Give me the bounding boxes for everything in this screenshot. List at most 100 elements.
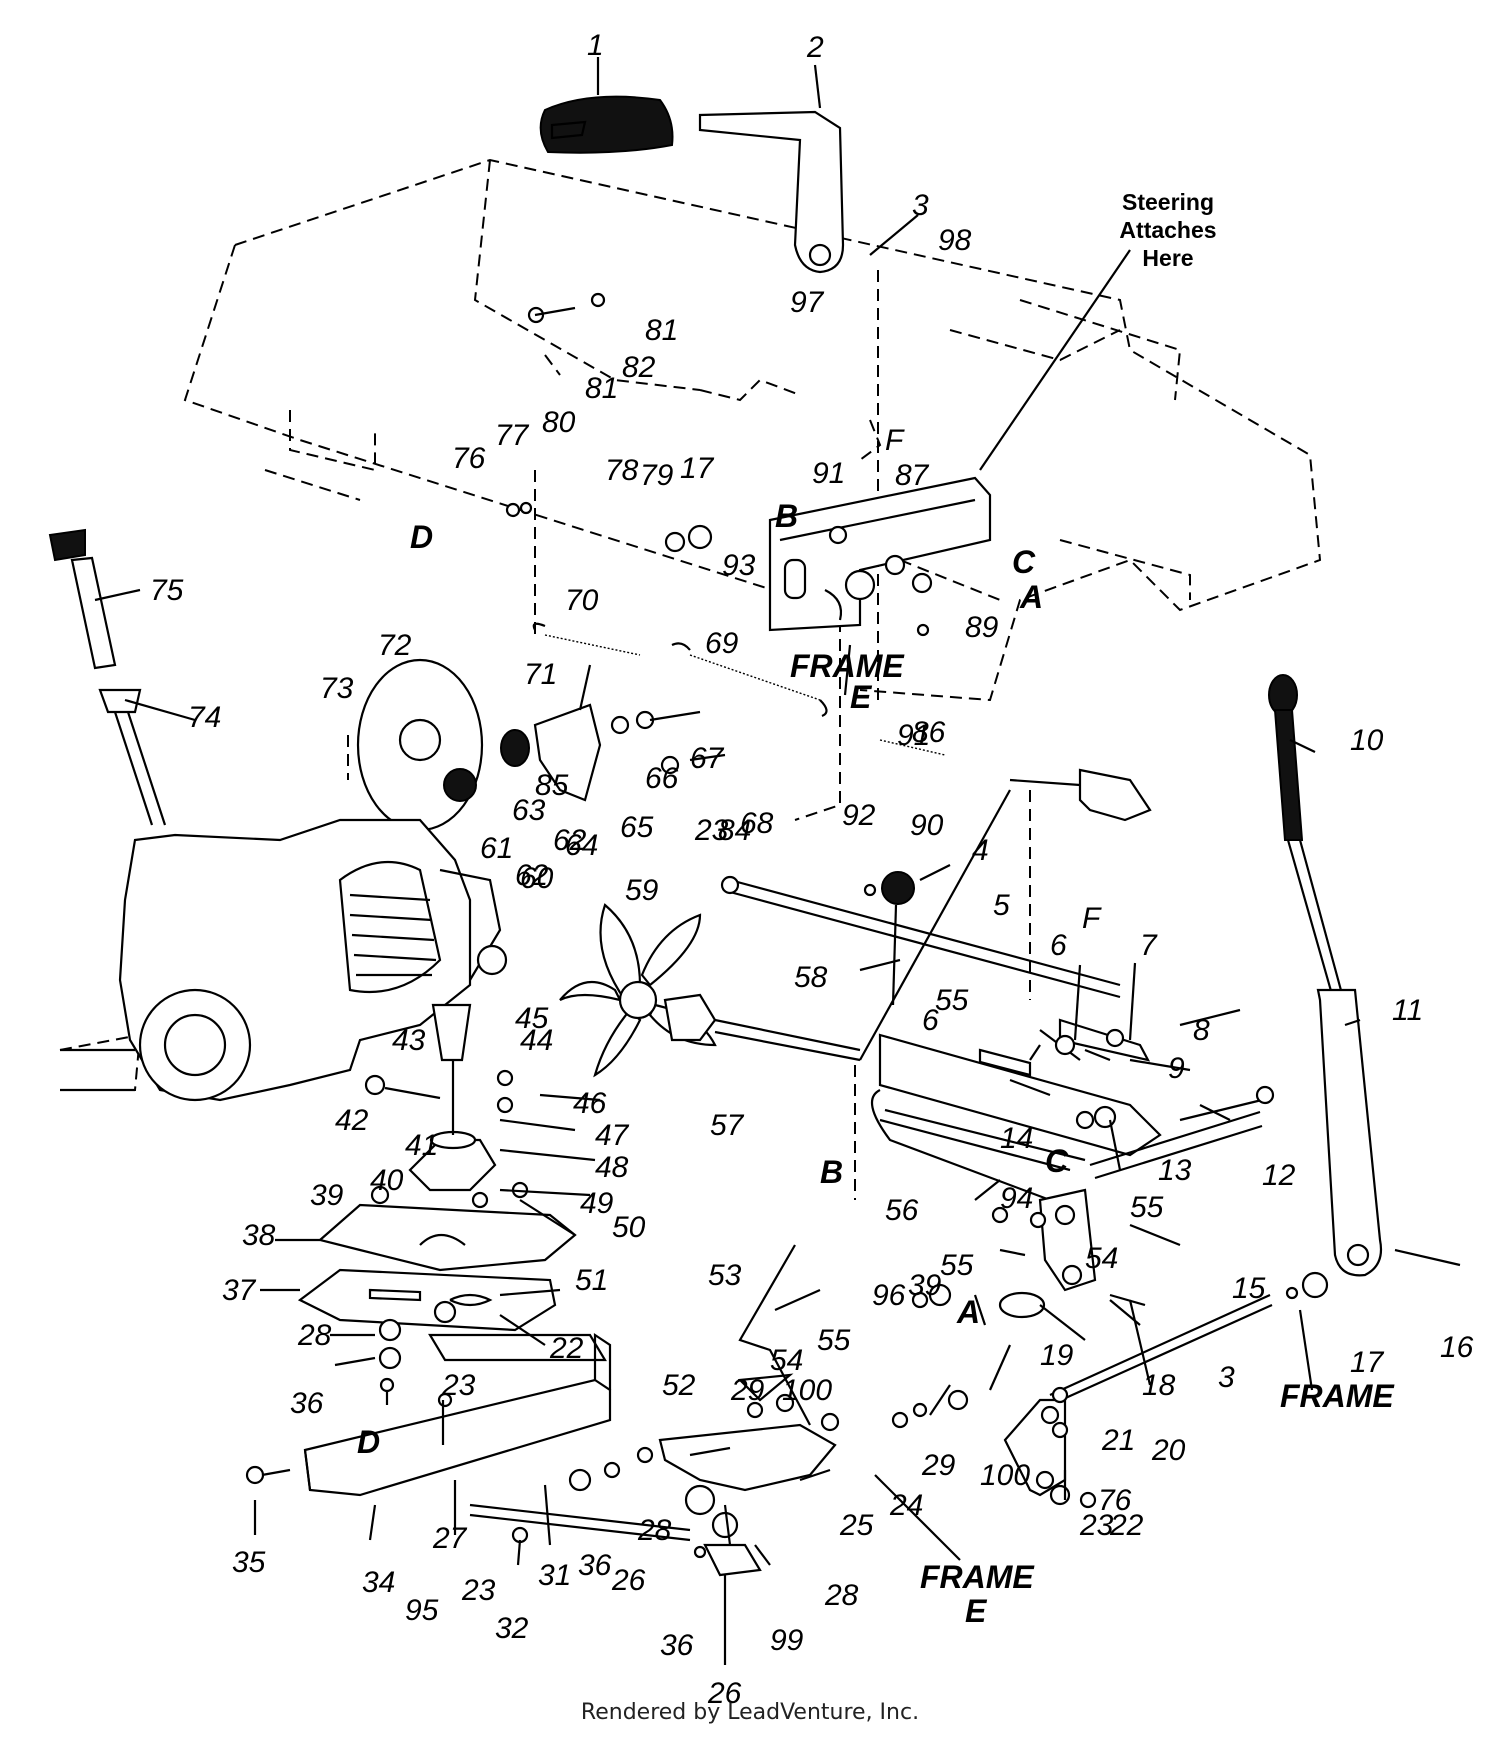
part-label: 93: [722, 549, 756, 582]
letter-d-top: D: [410, 519, 433, 555]
steering-note-line-2: Attaches: [1119, 217, 1216, 243]
part-label: 82: [622, 351, 656, 384]
part-label: 14: [1000, 1122, 1033, 1155]
steering-bracket: [768, 476, 992, 632]
part-label: 17: [680, 452, 715, 485]
part-label: 47: [595, 1119, 630, 1152]
part-label: 50: [612, 1211, 646, 1244]
part-label: 58: [794, 961, 828, 994]
part-label: 68: [740, 807, 774, 840]
part-label: 41: [405, 1129, 438, 1162]
steering-note: Steering Attaches Here: [1119, 189, 1216, 271]
part-label: 10: [1350, 724, 1384, 757]
part-label: 31: [538, 1559, 571, 1592]
part-label: 36: [660, 1629, 694, 1662]
part-label: 96: [872, 1279, 906, 1312]
part-label: 57: [710, 1109, 745, 1142]
part-label: 23: [441, 1369, 476, 1402]
part-label: 24: [889, 1489, 923, 1522]
part-label: 60: [520, 862, 554, 895]
pedal-arm: [698, 110, 845, 274]
part-label: 37: [222, 1274, 257, 1307]
frame-e-label-bottom: FRAME: [920, 1559, 1035, 1595]
frame-e-letter-bottom: E: [965, 1593, 988, 1629]
part-label: 90: [910, 809, 944, 842]
leader-lines: [94, 57, 1361, 1665]
rods-14-55: [870, 1089, 1086, 1202]
part-label: 32: [495, 1612, 529, 1645]
reference-letters: D B C A F F B C A D: [357, 424, 1102, 1460]
footer-credit: Rendered by LeadVenture, Inc.: [580, 1700, 920, 1725]
part-label: 81: [585, 372, 618, 405]
part-label: 56: [885, 1194, 919, 1227]
mounting-plates: [297, 1203, 607, 1362]
part-label: 69: [705, 627, 739, 660]
part-label: 43: [392, 1024, 426, 1057]
part-label: 73: [320, 672, 354, 705]
letter-c-lower: C: [1045, 1143, 1069, 1179]
part-label: 28: [297, 1319, 332, 1352]
part-label: 55: [1130, 1191, 1164, 1224]
part-label: 91: [897, 719, 930, 752]
part-label: 53: [708, 1259, 742, 1292]
part-label: 71: [524, 658, 557, 691]
idler-bracket: [533, 664, 602, 802]
part-label: 63: [512, 794, 546, 827]
part-label: 39: [310, 1179, 344, 1212]
part-label: 48: [595, 1151, 629, 1184]
part-label: 23: [694, 814, 729, 847]
part-label: 12: [1262, 1159, 1296, 1192]
drive-shaft: [663, 993, 861, 1062]
alignment-lines: [347, 270, 1031, 1200]
part-label: 51: [575, 1264, 608, 1297]
part-label: 87: [895, 459, 930, 492]
part-label: 23: [461, 1574, 496, 1607]
part-number-labels: 1 2 3 3 4 5 6 6 7 8 9 10 11 12 13 14 15 …: [150, 29, 1474, 1710]
part-label: 64: [565, 829, 598, 862]
cam-plate: [469, 1244, 837, 1577]
part-label: 70: [565, 584, 599, 617]
part-label: 52: [662, 1369, 696, 1402]
part-label: 72: [378, 629, 412, 662]
part-label: 65: [620, 811, 654, 844]
part-label: 27: [432, 1522, 468, 1555]
part-label: 8: [1193, 1014, 1210, 1047]
part-label: 28: [637, 1514, 672, 1547]
part-label: 85: [535, 769, 569, 802]
part-label: 54: [770, 1344, 803, 1377]
part-label: 5: [993, 889, 1010, 922]
part-label: 74: [188, 701, 221, 734]
part-label: 11: [1392, 994, 1423, 1027]
letter-b-top: B: [775, 498, 798, 534]
part-label: 22: [1109, 1509, 1144, 1542]
part-label: 77: [495, 419, 530, 452]
part-label: 7: [1140, 929, 1158, 962]
part-label: 86: [912, 716, 946, 749]
part-label: 98: [938, 224, 972, 257]
transaxle: [60, 818, 508, 1102]
part-label: 20: [1151, 1434, 1186, 1467]
part-label: 95: [405, 1594, 439, 1627]
part-label: 29: [921, 1449, 956, 1482]
part-label: 80: [542, 406, 576, 439]
frame-e-label-top: FRAME: [790, 648, 905, 684]
part-label: 3: [912, 189, 929, 222]
letter-f-lever: F: [1082, 902, 1102, 935]
part-label: 91: [812, 457, 845, 490]
part-label: 94: [1000, 1182, 1033, 1215]
part-label: 2: [806, 31, 824, 64]
part-label: 17: [1350, 1346, 1385, 1379]
part-label: 38: [242, 1219, 276, 1252]
part-label: 1: [587, 29, 604, 62]
part-label: 13: [1158, 1154, 1192, 1187]
part-label: 76: [452, 442, 486, 475]
frame-labels: FRAME E FRAME FRAME E: [790, 648, 1395, 1629]
part-label: 35: [232, 1546, 266, 1579]
cooling-fan: [559, 903, 717, 1078]
part-label: 100: [782, 1374, 832, 1407]
part-label: 21: [1101, 1424, 1135, 1457]
part-label: 45: [515, 1002, 549, 1035]
part-label: 84: [718, 814, 751, 847]
part-label: 39: [908, 1269, 942, 1302]
part-label: 26: [707, 1677, 742, 1710]
